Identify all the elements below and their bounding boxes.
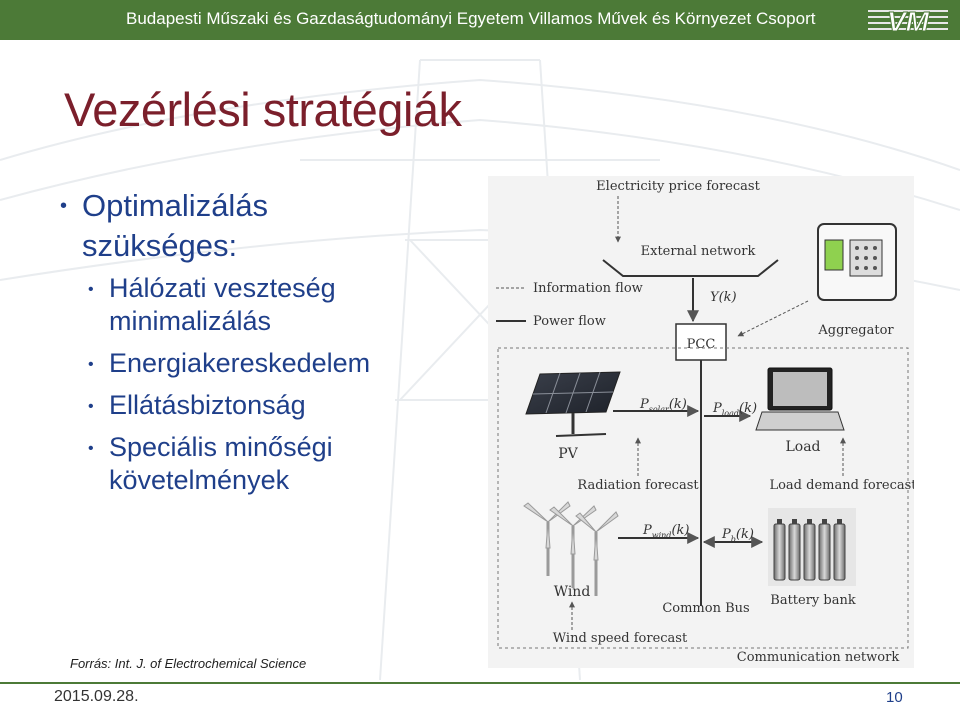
- header-bar: Budapesti Műszaki és Gazdaságtudományi E…: [0, 0, 960, 40]
- bullet-dot: •: [88, 356, 94, 373]
- label-common-bus: Common Bus: [662, 601, 749, 616]
- label-pcc: PCC: [687, 337, 716, 352]
- bullet-dot: •: [88, 440, 94, 457]
- label-pv: PV: [558, 446, 578, 462]
- microgrid-diagram: Electricity price forecast External netw…: [488, 176, 914, 668]
- source-citation: Forrás: Int. J. of Electrochemical Scien…: [70, 656, 307, 671]
- pv-panel: [525, 371, 621, 437]
- label-p-load: Pload(k): [712, 401, 757, 418]
- label-p-solar: Psolar(k): [639, 397, 687, 414]
- label-load-demand-forecast: Load demand forecast: [769, 478, 914, 493]
- label-aggregator: Aggregator: [817, 323, 894, 338]
- label-communication-network: Communication network: [737, 650, 900, 665]
- label-wind-speed-forecast: Wind speed forecast: [553, 631, 688, 646]
- sub-bullet-line: minimalizálás: [109, 306, 272, 336]
- sub-bullet-energy-trading: • Energiakereskedelem: [88, 347, 490, 380]
- label-electricity-price-forecast: Electricity price forecast: [596, 179, 760, 194]
- sub-bullet-line: Hálózati veszteség: [109, 273, 336, 303]
- footer-divider: [0, 682, 960, 684]
- bullet-line: Optimalizálás: [82, 188, 269, 223]
- label-p-b: Pb(k): [721, 527, 754, 544]
- sub-bullet-line: követelmények: [109, 465, 290, 495]
- label-load: Load: [785, 439, 820, 455]
- sub-bullet-line: Energiakereskedelem: [109, 348, 371, 378]
- bullet-line: szükséges:: [82, 228, 238, 263]
- sub-bullet-line: Ellátásbiztonság: [109, 390, 306, 420]
- bullet-dot: •: [88, 398, 94, 415]
- slide-title: Vezérlési stratégiák: [64, 83, 462, 136]
- label-battery-bank: Battery bank: [770, 593, 856, 608]
- legend-information-flow: Information flow: [533, 281, 643, 296]
- bullet-dot: •: [60, 195, 68, 217]
- vm-logo-text: VM: [887, 6, 930, 37]
- bullet-dot: •: [88, 281, 94, 298]
- label-wind: Wind: [554, 584, 591, 600]
- sub-bullet-loss-minimization: • Hálózati veszteség minimalizálás: [88, 272, 490, 338]
- label-p-wind: Pwind(k): [642, 523, 689, 540]
- sub-bullet-supply-security: • Ellátásbiztonság: [88, 389, 490, 422]
- label-external-network: External network: [641, 244, 756, 259]
- aggregator-device: [817, 223, 897, 301]
- label-radiation-forecast: Radiation forecast: [577, 478, 699, 493]
- pcc-box: [675, 323, 727, 361]
- sub-bullet-quality-requirements: • Speciális minőségi követelmények: [88, 431, 490, 497]
- load-laptop: [755, 367, 845, 431]
- footer-date: 2015.09.28.: [54, 688, 139, 705]
- sub-bullet-line: Speciális minőségi: [109, 432, 333, 462]
- communication-frame: [497, 347, 909, 649]
- legend-power-flow: Power flow: [533, 314, 606, 329]
- bullet-optimization: • Optimalizálás szükséges:: [60, 186, 490, 266]
- wind-turbines: [523, 501, 619, 596]
- sub-bullet-list: • Hálózati veszteség minimalizálás • Ene…: [88, 272, 490, 497]
- page-number: 10: [886, 689, 903, 706]
- header-title: Budapesti Műszaki és Gazdaságtudományi E…: [126, 9, 816, 28]
- label-y-k: Y(k): [710, 290, 737, 305]
- external-network-line: [602, 259, 779, 277]
- bullet-list: • Optimalizálás szükséges: • Hálózati ve…: [60, 186, 490, 506]
- vm-logo: VM: [866, 2, 950, 38]
- battery-bank: [768, 508, 856, 586]
